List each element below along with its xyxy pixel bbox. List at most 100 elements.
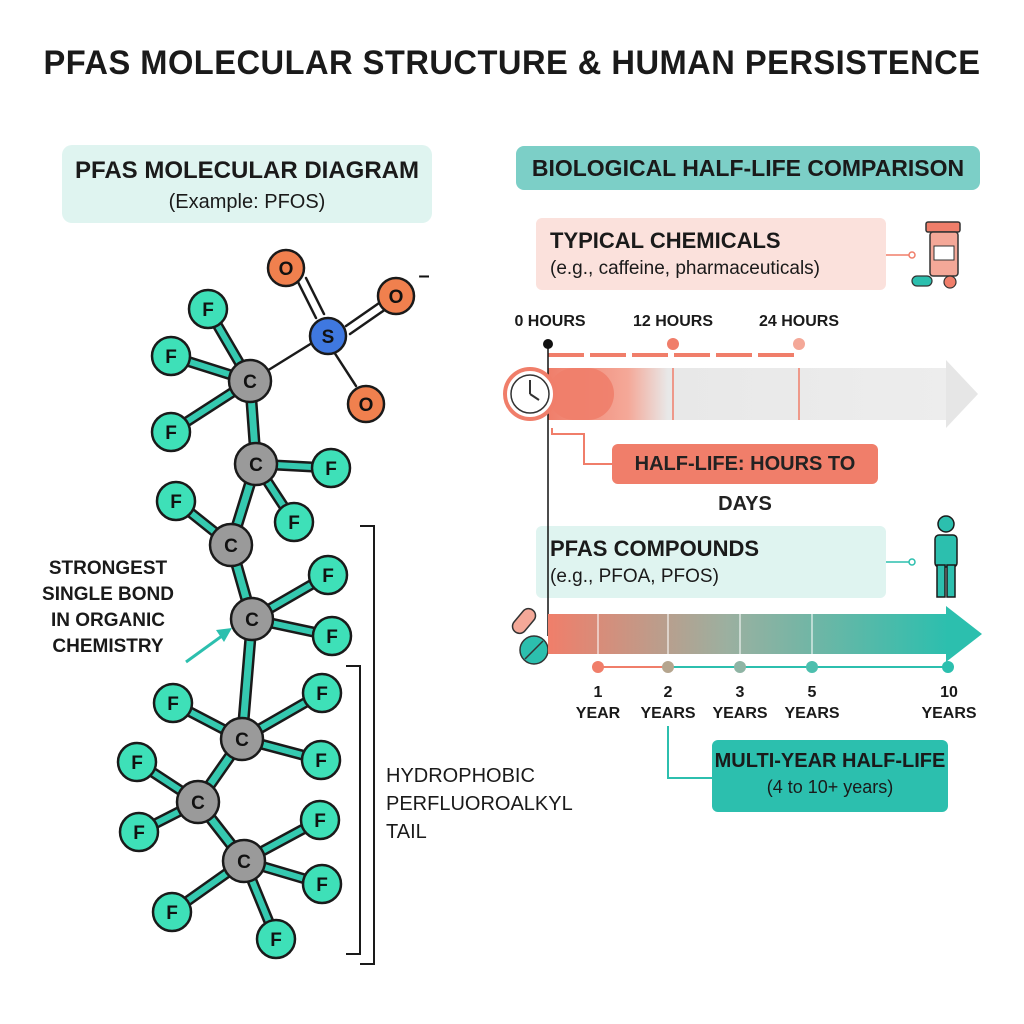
fluorine-label: F: [288, 513, 300, 534]
pfas-compounds-title: PFAS COMPOUNDS: [550, 536, 760, 561]
timeline-label-3y: 3 YEARS: [710, 682, 770, 724]
pfas-half-life-box: MULTI-YEAR HALF-LIFE (4 to 10+ years): [712, 740, 948, 812]
fluorine-label: F: [167, 694, 179, 715]
fluorine-atom: [255, 918, 297, 960]
carbon-label: C: [224, 536, 238, 557]
fluorine-atom: [300, 739, 342, 781]
sulfonate-group: [266, 248, 416, 424]
timeline-num-10y: 10: [940, 684, 958, 701]
carbon-atom: [208, 522, 254, 568]
tail-brackets: [346, 525, 375, 965]
fluorine-label: F: [202, 300, 214, 321]
timeline-label-2y: 2 YEARS: [638, 682, 698, 724]
carbon-label: C: [245, 610, 259, 631]
timeline-label-5y: 5 YEARS: [782, 682, 842, 724]
fluorine-atom: [151, 891, 193, 933]
fluorine-label: F: [270, 930, 282, 951]
molecular-diagram-title: PFAS MOLECULAR DIAGRAM: [75, 157, 419, 184]
fluorine-letters: F F F F F F F F F F F F F F F F F: [131, 300, 338, 951]
clock-icon: [503, 367, 557, 421]
pfas-half-life-range: (4 to 10+ years): [766, 777, 894, 797]
sulfur-label: S: [322, 327, 335, 348]
oxygen-atom: [376, 276, 416, 316]
fluorine-atom: [150, 411, 192, 453]
carbon-label: C: [235, 730, 249, 751]
fluorine-atom: [116, 741, 158, 783]
fluorine-label: F: [315, 751, 327, 772]
carbon-label: C: [243, 372, 257, 393]
typical-timeline: [503, 221, 978, 636]
carbon-label: C: [191, 793, 205, 814]
fluorine-label: F: [326, 627, 338, 648]
fluorine-atom: [150, 335, 192, 377]
fluorine-label: F: [133, 823, 145, 844]
fluorine-label: F: [166, 903, 178, 924]
negative-charge: –: [418, 265, 429, 287]
bond-annotation-arrow: [185, 628, 232, 664]
timeline-num-5y: 5: [807, 684, 817, 701]
carbon-atom: [219, 716, 265, 762]
fluorine-label: F: [325, 459, 337, 480]
fluorine-atom: [118, 811, 160, 853]
molecular-diagram-heading: PFAS MOLECULAR DIAGRAM (Example: PFOS): [62, 145, 432, 223]
carbon-atom: [221, 838, 267, 884]
fluorine-atom: [301, 863, 343, 905]
fluorine-atom: [273, 501, 315, 543]
fluorine-atom: [310, 447, 352, 489]
fluorine-label: F: [316, 875, 328, 896]
fluorine-label: F: [314, 811, 326, 832]
timeline-num-2y: 2: [663, 684, 673, 701]
carbon-atoms: [175, 358, 279, 884]
timeline-num-3y: 3: [735, 684, 745, 701]
typical-chemicals-box: TYPICAL CHEMICALS (e.g., caffeine, pharm…: [536, 218, 886, 290]
timeline-label-24h: 24 HOURS: [758, 313, 840, 330]
pfas-timeline: [511, 515, 982, 779]
fluorine-atom: [187, 288, 229, 330]
fluorine-atom: [152, 682, 194, 724]
fluorine-label: F: [165, 423, 177, 444]
pfas-compounds-subtitle: (e.g., PFOA, PFOS): [550, 566, 719, 587]
sulfur-atom: [308, 316, 348, 356]
timeline-unit-2y: YEARS: [640, 705, 696, 722]
fluorine-label: F: [165, 347, 177, 368]
timeline-unit-1y: YEAR: [575, 705, 621, 722]
fluorine-atom: [301, 672, 343, 714]
capsule-icon: [511, 607, 549, 665]
fluorine-atom: [307, 554, 349, 596]
oxygen-label: O: [359, 395, 374, 416]
strong-bond-annotation: STRONGEST SINGLE BOND IN ORGANIC CHEMIST…: [42, 558, 174, 657]
oxygen-atom: [266, 248, 306, 288]
timeline-unit-3y: YEARS: [712, 705, 768, 722]
typical-chemicals-title: TYPICAL CHEMICALS: [550, 228, 781, 253]
carbon-label: C: [249, 455, 263, 476]
carbon-atom: [233, 441, 279, 487]
typical-chemicals-subtitle: (e.g., caffeine, pharmaceuticals): [550, 258, 821, 279]
fluorine-atoms: [116, 288, 353, 960]
fluorine-atom: [299, 799, 341, 841]
fluorine-label: F: [131, 753, 143, 774]
pfas-half-life-title: MULTI-YEAR HALF-LIFE: [714, 750, 946, 772]
timeline-label-10y: 10 YEARS: [918, 682, 980, 724]
oxygen-label: O: [279, 259, 294, 280]
fluorine-label: F: [316, 684, 328, 705]
pill-bottle-icon: [911, 221, 961, 289]
fluorine-atom: [155, 480, 197, 522]
page-title: PFAS MOLECULAR STRUCTURE & HUMAN PERSIST…: [43, 44, 981, 82]
carbon-letters: C C C C C C C: [191, 372, 263, 873]
fluorine-label: F: [322, 566, 334, 587]
carbon-atom: [229, 596, 275, 642]
typical-half-life-box: HALF-LIFE: HOURS TO DAYS: [612, 444, 878, 515]
pfas-compounds-box: PFAS COMPOUNDS (e.g., PFOA, PFOS): [536, 526, 886, 598]
fluorine-atom: [311, 615, 353, 657]
timeline-label-1y: 1 YEAR: [568, 682, 628, 724]
fluorine-label: F: [170, 492, 182, 513]
timeline-label-0h: 0 HOURS: [514, 313, 586, 330]
timeline-unit-5y: YEARS: [784, 705, 840, 722]
atom-letters: F F F F F F F F F F F F F F F F F C C C …: [131, 259, 429, 951]
carbon-atom: [175, 779, 221, 825]
oxygen-label: O: [389, 287, 404, 308]
timeline-unit-10y: YEARS: [921, 705, 977, 722]
person-icon: [934, 515, 958, 598]
timeline-label-12h: 12 HOURS: [632, 313, 714, 330]
